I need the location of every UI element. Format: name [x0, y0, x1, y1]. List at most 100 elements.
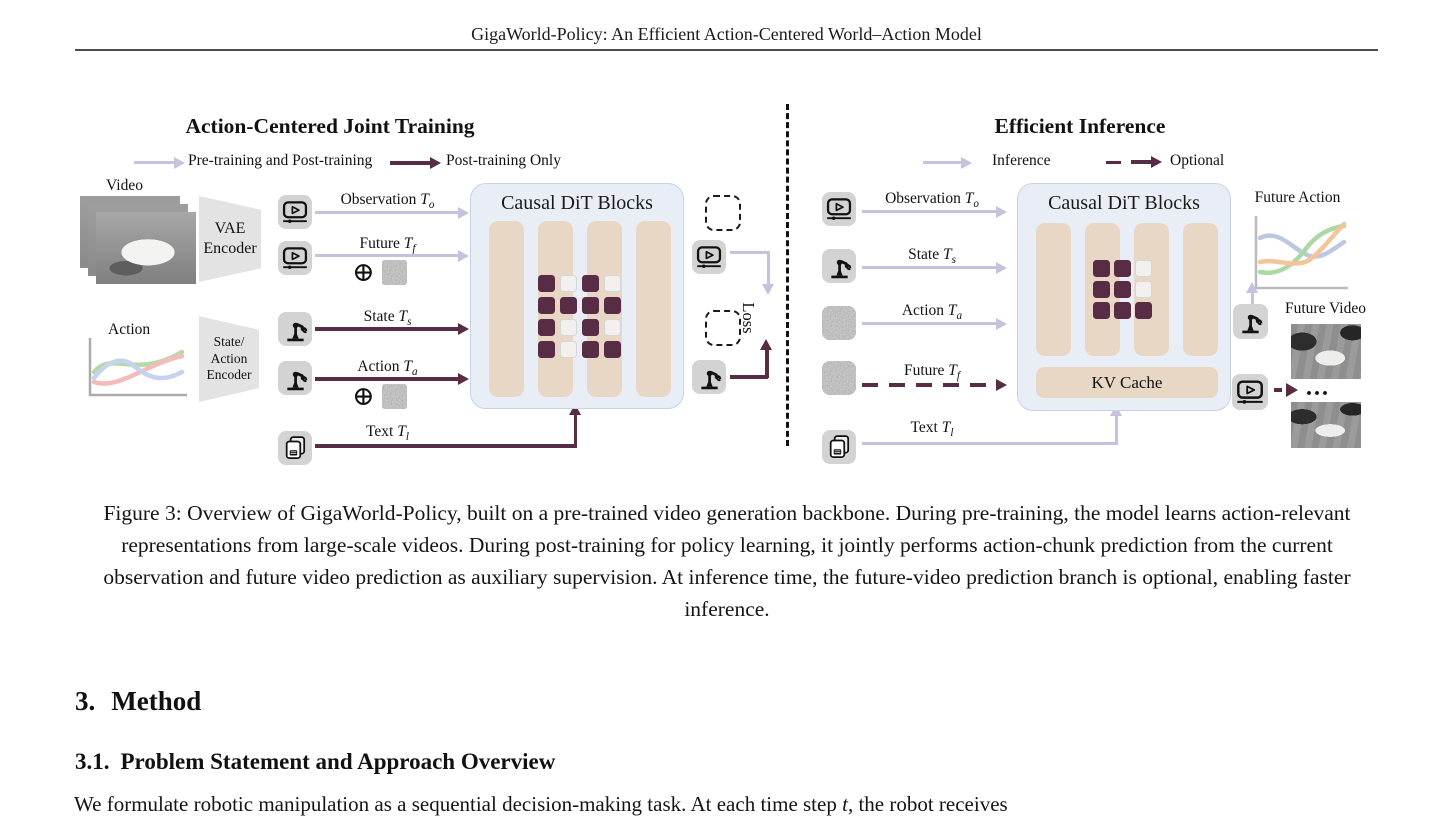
state-action-encoder-block: State/ Action Encoder	[199, 316, 259, 402]
state-arrow-icon	[862, 266, 996, 269]
document-token-icon	[822, 430, 856, 464]
future-arrow-icon	[315, 254, 458, 257]
legend-pretrain-label: Pre-training and Post-training	[188, 152, 373, 169]
loss-arrow-segment-icon	[730, 375, 768, 379]
observation-arrow-icon	[315, 211, 458, 214]
document-token-icon	[278, 431, 312, 465]
subsection-number: 3.1.	[75, 749, 110, 774]
predicted-video-icon	[692, 240, 726, 274]
future-action-label: Future Action	[1254, 189, 1341, 206]
dit-layer-bar	[1036, 223, 1071, 356]
state-arrow-icon	[315, 327, 458, 331]
action-arrow-icon	[862, 322, 996, 325]
dit-title: Causal DiT Blocks	[501, 192, 653, 214]
video-token-icon	[822, 192, 856, 226]
noise-square-icon	[822, 306, 856, 340]
video-token-icon	[278, 195, 312, 229]
vae-line2: Encoder	[203, 240, 257, 257]
sae-line1: State/	[213, 333, 245, 349]
legend-optional-label: Optional	[1170, 152, 1225, 169]
future-token-label: Future Tf	[359, 235, 416, 256]
vae-line1: VAE	[214, 220, 246, 237]
up-arrow-segment-icon	[1251, 291, 1254, 304]
robot-token-icon	[278, 312, 312, 346]
state-token-label: State Ts	[908, 246, 956, 267]
noise-square-icon	[822, 361, 856, 395]
action-token-label: Action Ta	[357, 358, 418, 379]
dit-layer-bar	[489, 221, 524, 397]
observation-token-label: Observation To	[885, 190, 979, 211]
future-arrow-dashed-icon	[862, 383, 996, 387]
plus-noise-icon: ⊕	[352, 257, 375, 287]
attention-mask-grid	[1093, 260, 1152, 319]
observation-token-label: Observation To	[340, 191, 435, 212]
placeholder-dashed-box-icon	[705, 310, 741, 346]
ellipsis-label: ...	[1306, 375, 1330, 401]
legend-arrow-posttrain-icon	[390, 161, 430, 165]
figure-caption: Figure 3: Overview of GigaWorld-Policy, …	[103, 501, 1351, 621]
future-token-label: Future Tf	[903, 362, 961, 383]
dit-title: Causal DiT Blocks	[1048, 192, 1200, 214]
section-title: Method	[111, 686, 202, 716]
future-video-frame	[1291, 402, 1361, 448]
loss-arrow-segment-icon	[767, 251, 770, 285]
sae-line2: Action	[210, 350, 248, 366]
running-head-title: GigaWorld-Policy: An Efficient Action-Ce…	[471, 24, 982, 44]
legend-arrow-optional-icon	[1131, 160, 1151, 164]
section-heading: 3. Method	[75, 686, 201, 717]
action-token-label: Action Ta	[901, 302, 963, 323]
loss-arrow-segment-icon	[730, 251, 770, 254]
state-token-label: State Ts	[363, 308, 412, 329]
loss-arrowhead-down-icon	[762, 284, 774, 295]
video-token-icon	[1232, 374, 1268, 410]
video-token-icon	[278, 241, 312, 275]
future-video-label: Future Video	[1284, 300, 1366, 317]
panel-separator	[786, 104, 789, 446]
legend-inference-label: Inference	[992, 152, 1051, 169]
body-paragraph: We formulate robotic manipulation as a s…	[74, 792, 1386, 817]
body-text: We formulate robotic manipulation as a s…	[74, 792, 843, 816]
robot-token-icon	[822, 249, 856, 283]
training-panel-title: Action-Centered Joint Training	[185, 114, 475, 138]
vae-encoder-block: VAE Encoder	[199, 196, 261, 282]
robot-token-icon	[278, 361, 312, 395]
header-rule	[75, 49, 1378, 51]
loss-arrowhead-up-icon	[760, 339, 772, 350]
text-arrowhead-icon	[569, 404, 581, 415]
subsection-title: Problem Statement and Approach Overview	[120, 749, 556, 774]
loss-arrow-segment-icon	[765, 349, 769, 378]
causal-dit-block-inference: Causal DiT Blocks KV Cache	[1017, 183, 1231, 411]
loss-label: Loss	[739, 302, 758, 334]
text-arrow-segment-icon	[1115, 415, 1118, 445]
subsection-heading: 3.1. Problem Statement and Approach Overv…	[75, 749, 555, 775]
text-token-label: Text Tl	[366, 423, 409, 444]
text-arrow-segment-icon	[862, 442, 1118, 445]
body-text: , the robot receives	[847, 792, 1008, 816]
video-label: Video	[106, 177, 143, 194]
noise-square-icon	[382, 384, 407, 409]
body-variable: t	[842, 792, 848, 816]
action-signal-label: Action	[108, 321, 151, 338]
placeholder-dashed-box-icon	[705, 195, 741, 231]
predicted-action-icon	[692, 360, 726, 394]
section-number: 3.	[75, 686, 96, 716]
action-arrow-icon	[315, 377, 458, 381]
robot-token-icon	[1233, 304, 1268, 339]
mini-arrowhead-icon	[1286, 383, 1298, 397]
legend-arrow-inference-icon	[923, 161, 961, 164]
attention-mask-grid	[538, 275, 621, 358]
up-arrowhead-icon	[1246, 282, 1258, 293]
dit-layer-bar	[636, 221, 671, 397]
text-arrow-segment-icon	[315, 444, 577, 448]
dit-layer-bar	[1183, 223, 1218, 356]
mini-dash-icon	[1274, 388, 1282, 392]
action-curves-chart-icon	[88, 338, 187, 397]
future-action-chart-icon	[1254, 216, 1348, 290]
text-token-label: Text Tl	[910, 419, 954, 440]
legend-dash-icon	[1106, 160, 1121, 164]
video-frame	[96, 212, 196, 284]
causal-dit-block-training: Causal DiT Blocks	[470, 183, 684, 409]
kv-cache-bar: KV Cache	[1036, 367, 1218, 398]
future-video-frame	[1291, 324, 1361, 379]
